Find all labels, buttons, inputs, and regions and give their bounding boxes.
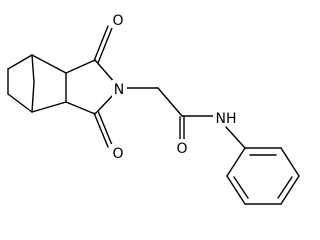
bottom-carbonyl-bond bbox=[93, 110, 113, 148]
acetamide-chain bbox=[124, 87, 215, 117]
top-carbonyl-bond bbox=[93, 25, 113, 64]
atom-label-o-amide: O bbox=[175, 139, 189, 157]
atom-label-nh-amide: NH bbox=[213, 109, 239, 127]
imide-ring bbox=[65, 59, 116, 115]
atom-label-o-bottom: O bbox=[111, 144, 125, 162]
amide-carbonyl-bond bbox=[179, 116, 185, 140]
nh-amide-text: NH bbox=[216, 111, 237, 127]
o-top-text: O bbox=[112, 13, 123, 29]
o-bottom-text: O bbox=[112, 146, 123, 162]
n-imide-text: N bbox=[114, 82, 124, 98]
o-amide-text: O bbox=[176, 141, 187, 157]
atom-label-n-imide: N bbox=[112, 80, 127, 98]
atom-label-o-top: O bbox=[111, 11, 125, 29]
chemical-structure-diagram: O O N O NH bbox=[7, 11, 300, 205]
norbornane-frame bbox=[7, 54, 67, 113]
nh-phenyl-bond bbox=[225, 126, 246, 149]
phenyl-ring bbox=[226, 147, 300, 205]
